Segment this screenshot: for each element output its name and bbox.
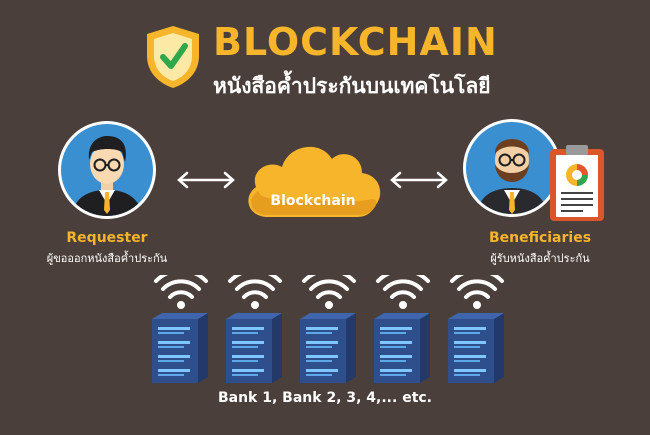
page-subtitle: หนังสือค้ำประกันบนเทคโนโลยี (213, 74, 491, 98)
bank-server-icon (374, 275, 430, 383)
blockchain-cloud: Blockchain (238, 135, 388, 225)
beneficiaries-label: Beneficiaries (488, 230, 592, 246)
bank-server-icon (152, 275, 208, 383)
bank-server-icon (448, 275, 504, 383)
bank-server-icon (300, 275, 356, 383)
double-arrow-icon (390, 171, 448, 189)
cloud-icon (248, 146, 381, 217)
bank-server-icon (226, 275, 282, 383)
cloud-label: Blockchain (270, 193, 356, 209)
beneficiaries-avatar (463, 119, 561, 217)
requester-label: Requester (66, 230, 148, 246)
double-arrow-icon (177, 171, 235, 189)
beneficiaries-sub: ผู้รับหนังสือค้ำประกัน (490, 252, 590, 265)
requester-avatar (58, 121, 156, 219)
page-title: BLOCKCHAIN (213, 20, 498, 64)
requester-sub: ผู้ขอออกหนังสือค้ำประกัน (46, 252, 168, 265)
banks-label: Bank 1, Bank 2, 3, 4,... etc. (217, 390, 433, 406)
clipboard-report-icon (550, 145, 604, 221)
shield-check-icon (147, 26, 199, 88)
title-block: BLOCKCHAIN หนังสือค้ำประกันบนเทคโนโลยี (145, 18, 545, 108)
